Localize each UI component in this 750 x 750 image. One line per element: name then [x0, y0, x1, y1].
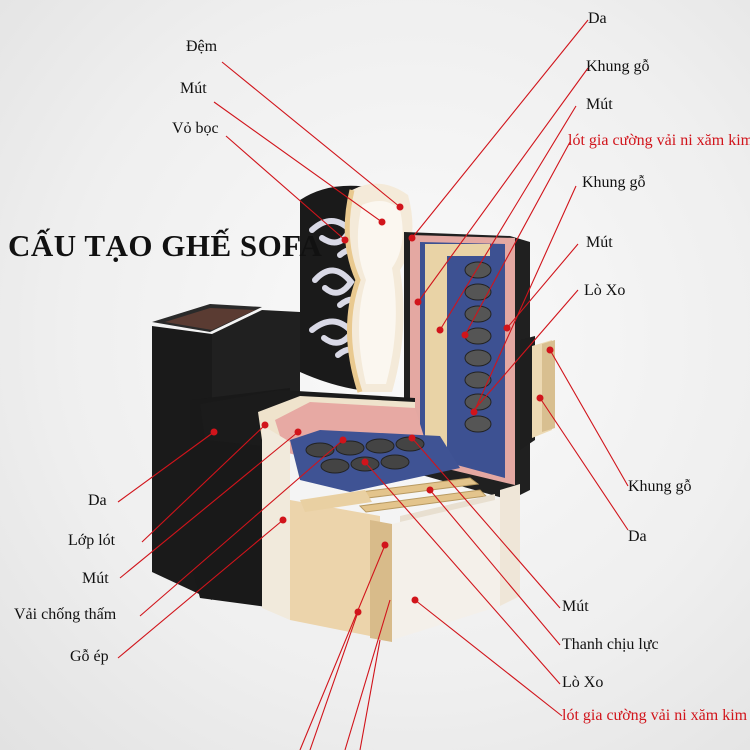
marker-dot	[537, 395, 544, 402]
back-spring	[465, 284, 491, 300]
marker-dot	[382, 542, 389, 549]
marker-dot	[280, 517, 287, 524]
label-khung-go-2: Khung gỗ	[582, 174, 646, 192]
marker-dot	[415, 299, 422, 306]
marker-dot	[504, 325, 511, 332]
box-wood-front	[290, 500, 380, 638]
seat-spring	[306, 443, 334, 457]
back-spring	[465, 306, 491, 322]
box-outer-cream	[262, 425, 290, 620]
back-spring	[465, 262, 491, 278]
marker-dot	[342, 237, 349, 244]
label-mut-right-2: Mút	[586, 234, 613, 252]
back-spring	[465, 328, 491, 344]
label-da-top: Da	[588, 10, 607, 28]
marker-dot	[211, 429, 218, 436]
label-lot-gia-cuong-bottom: lót gia cường vải ni xăm kim	[562, 707, 747, 725]
pointer-line-khung-go-3	[550, 350, 628, 486]
label-khung-go-1: Khung gỗ	[586, 58, 650, 76]
seat-spring	[366, 439, 394, 453]
back-spring	[465, 416, 491, 432]
label-vo-boc: Vỏ bọc	[172, 120, 219, 138]
marker-dot	[340, 437, 347, 444]
label-lop-lot: Lớp lót	[68, 532, 115, 550]
pointer-line-lot-bottom	[415, 600, 562, 716]
label-da-right: Da	[628, 528, 647, 546]
label-mut-right-1: Mút	[586, 96, 613, 114]
pointer-line-mut-top-left	[214, 102, 382, 222]
marker-dot	[409, 235, 416, 242]
label-vai-chong-tham: Vải chống thấm	[14, 606, 116, 624]
seat-spring	[381, 455, 409, 469]
pointer-line-vo-boc	[226, 136, 345, 240]
marker-dot	[471, 409, 478, 416]
marker-dot	[547, 347, 554, 354]
marker-dot	[295, 429, 302, 436]
marker-dot	[427, 487, 434, 494]
label-lot-gia-cuong-top: lót gia cường vải ni xăm kim	[568, 132, 750, 150]
pointer-line-lower-4	[360, 640, 380, 750]
back-spring	[465, 372, 491, 388]
marker-dot	[355, 609, 362, 616]
label-go-ep: Gỗ ép	[70, 648, 109, 666]
label-mut-bottom: Mút	[562, 598, 589, 616]
box-wood-edge	[370, 520, 392, 642]
back-spring	[465, 350, 491, 366]
marker-dot	[409, 435, 416, 442]
label-mut-top-left: Mút	[180, 80, 207, 98]
marker-dot	[462, 332, 469, 339]
marker-dot	[379, 219, 386, 226]
box-right-wall	[500, 484, 520, 606]
marker-dot	[397, 204, 404, 211]
marker-dot	[262, 422, 269, 429]
marker-dot	[437, 327, 444, 334]
marker-dot	[362, 459, 369, 466]
label-khung-go-3: Khung gỗ	[628, 478, 692, 496]
label-dem: Đệm	[186, 38, 217, 56]
pointer-line-dem	[222, 62, 400, 207]
label-thanh-chiu-luc: Thanh chịu lực	[562, 636, 659, 654]
back-frame-wood-left	[425, 244, 447, 449]
label-mut-left: Mút	[82, 570, 109, 588]
back-frame-wood-top	[425, 244, 490, 256]
label-lo-xo-top: Lò Xo	[584, 282, 625, 300]
seat-spring	[321, 459, 349, 473]
diagram-title: CẤU TẠO GHẾ SOFA	[8, 228, 322, 264]
label-da-left: Da	[88, 492, 107, 510]
label-lo-xo-bottom: Lò Xo	[562, 674, 603, 692]
marker-dot	[412, 597, 419, 604]
